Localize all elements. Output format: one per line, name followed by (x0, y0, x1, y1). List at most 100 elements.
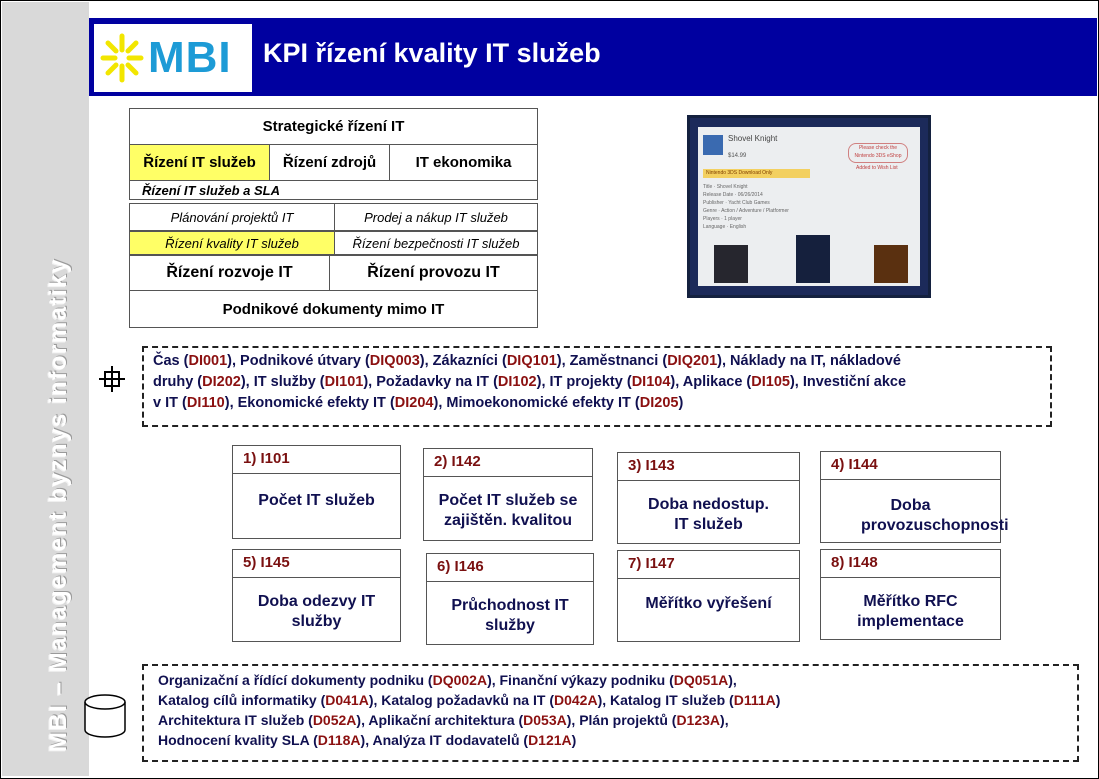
data-sources-text: Organizační a řídící dokumenty podniku (… (158, 670, 1068, 750)
kpi-box-7: 7) I147 Měřítko vyřešení (617, 550, 800, 642)
entity-code: DI101 (324, 374, 364, 390)
strategic-management-box: Strategické řízení IT (129, 108, 538, 145)
entity-code: DQ002A (432, 672, 488, 688)
enterprise-documents-box: Podnikové dokumenty mimo IT (129, 290, 538, 328)
logo-text: MBI (148, 33, 232, 82)
entity-code: D121A (528, 732, 572, 748)
dimensions-text: Čas (DI001), Podnikové útvary (DIQ003 ), … (153, 351, 1043, 414)
text-segment: ), Podnikové útvary ( (227, 353, 370, 369)
development-management-box: Řízení rozvoje IT (129, 255, 330, 291)
eshop-screen: Shovel Knight $14.99 Please check the Ni… (698, 127, 920, 286)
kpi-box-3: 3) I143 Doba nedostup. IT služeb (617, 452, 800, 544)
eshop-note: Please check the Nintendo 3DS eShop (848, 143, 908, 163)
text-line: Katalog cílů informatiky (D041A), Katalo… (158, 690, 1068, 710)
entity-code: DI202 (202, 374, 241, 390)
kpi-label: Počet IT služeb (258, 492, 375, 509)
text-segment: Organizační a řídící dokumenty podniku ( (158, 672, 433, 688)
kpi-id: 7) I147 (618, 551, 800, 579)
entity-code: DI102 (497, 374, 537, 390)
kpi-box-4: 4) I144 Doba provozuschopnosti (820, 451, 1009, 543)
sla-management-box: Řízení IT služeb a SLA (129, 180, 538, 200)
entity-code: DI110 (186, 395, 225, 411)
entity-code: D118A (317, 732, 361, 748)
it-services-management-box: Řízení IT služeb (129, 144, 270, 181)
sidebar-vertical-text: MBI – Management byznys informatiky (45, 258, 72, 752)
entity-code: DI105 (751, 374, 790, 390)
text-segment: ), Investiční akce (789, 374, 907, 390)
text-segment: v IT ( (153, 395, 187, 411)
entity-code: D042A (553, 692, 598, 708)
text-segment: ), Zaměstnanci ( (556, 353, 668, 369)
text-segment: ) (775, 692, 781, 708)
text-line: druhy (DI202), IT služby (DI101), Požada… (153, 372, 1043, 393)
security-management-box: Řízení bezpečnosti IT služeb (334, 231, 538, 255)
entity-code: D123A (676, 712, 721, 728)
entity-code: DI001 (188, 353, 228, 369)
game-price: $14.99 (728, 153, 747, 159)
entity-code: DI204 (394, 395, 434, 411)
text-segment: ), Ekonomické efekty IT ( (224, 395, 395, 411)
text-segment: ), (728, 672, 737, 688)
text-line: Čas (DI001), Podnikové útvary (DIQ003 ), … (153, 351, 1043, 372)
kpi-label: Doba odezvy IT služby (257, 593, 376, 630)
text-segment: ), Aplikační architektura ( (356, 712, 524, 728)
resources-management-box: Řízení zdrojů (269, 144, 390, 181)
kpi-id: 8) I148 (821, 550, 1001, 578)
data-sources-box (142, 664, 1079, 762)
dimensions-box (142, 346, 1052, 427)
text-segment: druhy ( (153, 374, 203, 390)
game-title: Shovel Knight (728, 134, 778, 143)
text-segment: Architektura IT služeb ( (158, 712, 313, 728)
text-segment: ), IT služby ( (240, 374, 325, 390)
entity-code: DIQ003 (369, 353, 420, 369)
entity-code: D053A (523, 712, 567, 728)
entity-code: D111A (733, 692, 776, 708)
kpi-box-6: 6) I146 Průchodnost IT služby (426, 553, 594, 645)
kpi-id: 3) I143 (618, 453, 800, 481)
text-segment: ) (678, 395, 684, 411)
entity-code: D041A (325, 692, 369, 708)
download-only-badge: Nintendo 3DS Download Only (703, 169, 810, 178)
kpi-label: Doba provozuschopnosti (861, 497, 1009, 534)
kpi-label: Průchodnost IT služby (451, 597, 569, 634)
sidebar (2, 2, 89, 776)
text-line: v IT (DI110), Ekonomické efekty IT (DI20… (153, 393, 1043, 414)
entity-code: DI104 (631, 374, 671, 390)
text-segment: ), (720, 712, 729, 728)
text-segment: ), IT projekty ( (536, 374, 632, 390)
text-line: Organizační a řídící dokumenty podniku (… (158, 670, 1068, 690)
kpi-label: Měřítko RFC implementace (857, 593, 964, 630)
project-planning-box: Plánování projektů IT (129, 203, 335, 231)
text-segment: ), Náklady na IT, nákladové (717, 353, 901, 369)
sun-icon (100, 33, 144, 83)
screenshot-thumbnail (874, 245, 908, 283)
purchase-box: Prodej a nákup IT služeb (334, 203, 538, 231)
kpi-box-5: 5) I145 Doba odezvy IT služby (232, 549, 401, 642)
text-segment: ), Aplikace ( (670, 374, 752, 390)
text-segment: ), Mimoekonomické efekty IT ( (433, 395, 640, 411)
text-line: Architektura IT služeb (D052A), Aplikačn… (158, 710, 1068, 730)
cover-thumbnail (796, 235, 830, 283)
text-segment: Čas ( (153, 353, 189, 369)
entity-code: DQ051A (673, 672, 729, 688)
game-info-table: Title · Shovel Knight Release Date · 06/… (703, 184, 789, 230)
crosshair-icon (98, 365, 126, 398)
kpi-box-1: 1) I101 Počet IT služeb (232, 445, 401, 539)
text-segment: ), Finanční výkazy podniku ( (487, 672, 674, 688)
text-segment: ), Analýza IT dodavatelů ( (360, 732, 529, 748)
kpi-label: Počet IT služeb se zajištěn. kvalitou (438, 492, 578, 529)
kpi-id: 4) I144 (821, 452, 1001, 480)
quality-management-box: Řízení kvality IT služeb (129, 231, 335, 255)
mbi-logo: MBI (94, 24, 252, 92)
entity-code: DIQ201 (667, 353, 718, 369)
text-segment: ) (571, 732, 577, 748)
operations-management-box: Řízení provozu IT (329, 255, 538, 291)
database-icon (82, 692, 128, 745)
entity-code: DIQ101 (506, 353, 557, 369)
text-segment: ), Katalog požadavků na IT ( (368, 692, 554, 708)
it-economics-box: IT ekonomika (389, 144, 538, 181)
kpi-label: Měřítko vyřešení (645, 595, 772, 612)
header-bar (89, 18, 1097, 96)
kpi-box-2: 2) I142 Počet IT služeb se zajištěn. kva… (423, 448, 593, 541)
kpi-box-8: 8) I148 Měřítko RFC implementace (820, 549, 1001, 640)
